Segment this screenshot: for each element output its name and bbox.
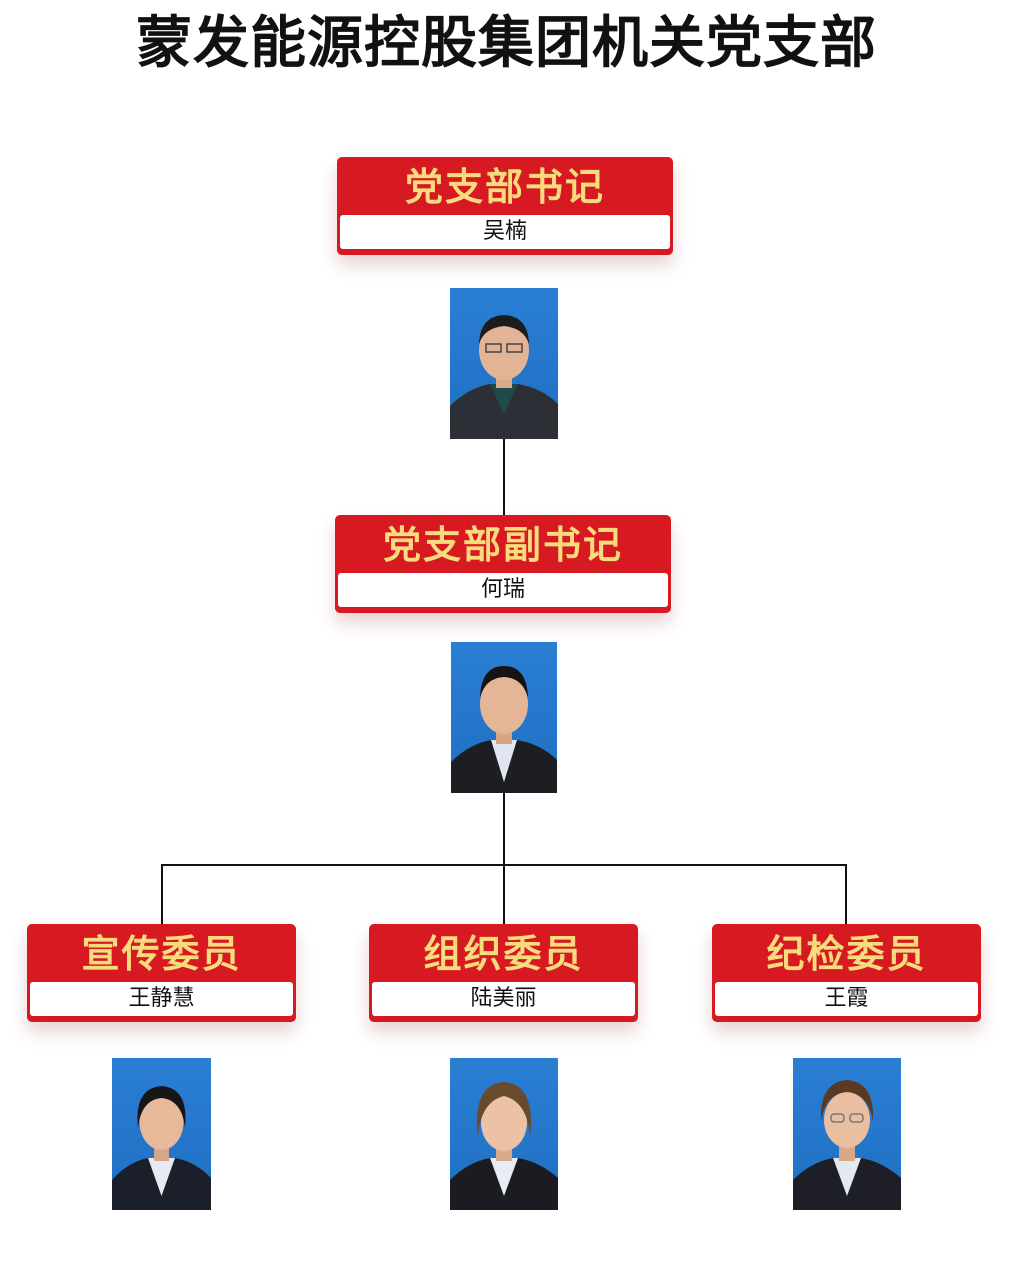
deputy-secretary-name: 何瑞 (338, 573, 668, 607)
deputy-secretary-card: 党支部副书记 何瑞 (335, 515, 671, 613)
connector-horizontal (161, 864, 847, 866)
page-title: 蒙发能源控股集团机关党支部 (136, 10, 877, 76)
secretary-photo (450, 288, 558, 439)
secretary-name: 吴楠 (340, 215, 670, 249)
propaganda-member-role: 宣传委员 (81, 932, 242, 976)
deputy-secretary-photo (451, 642, 557, 793)
propaganda-member-card: 宣传委员 王静慧 (27, 924, 296, 1022)
secretary-role: 党支部书记 (404, 165, 605, 209)
connector-deputy-down (503, 792, 505, 926)
discipline-member-card: 纪检委员 王霞 (712, 924, 981, 1022)
connector-right-drop (845, 864, 847, 926)
organization-member-card: 组织委员 陆美丽 (369, 924, 638, 1022)
connector-left-drop (161, 864, 163, 926)
organization-member-role: 组织委员 (423, 932, 584, 976)
secretary-card: 党支部书记 吴楠 (337, 157, 673, 255)
propaganda-member-photo (112, 1058, 211, 1210)
propaganda-member-name: 王静慧 (30, 982, 293, 1016)
connector-secretary-deputy (503, 438, 505, 518)
organization-member-name: 陆美丽 (372, 982, 635, 1016)
discipline-member-name: 王霞 (715, 982, 978, 1016)
organization-member-photo (450, 1058, 558, 1210)
discipline-member-photo (793, 1058, 901, 1210)
deputy-secretary-role: 党支部副书记 (382, 523, 623, 567)
discipline-member-role: 纪检委员 (766, 932, 927, 976)
